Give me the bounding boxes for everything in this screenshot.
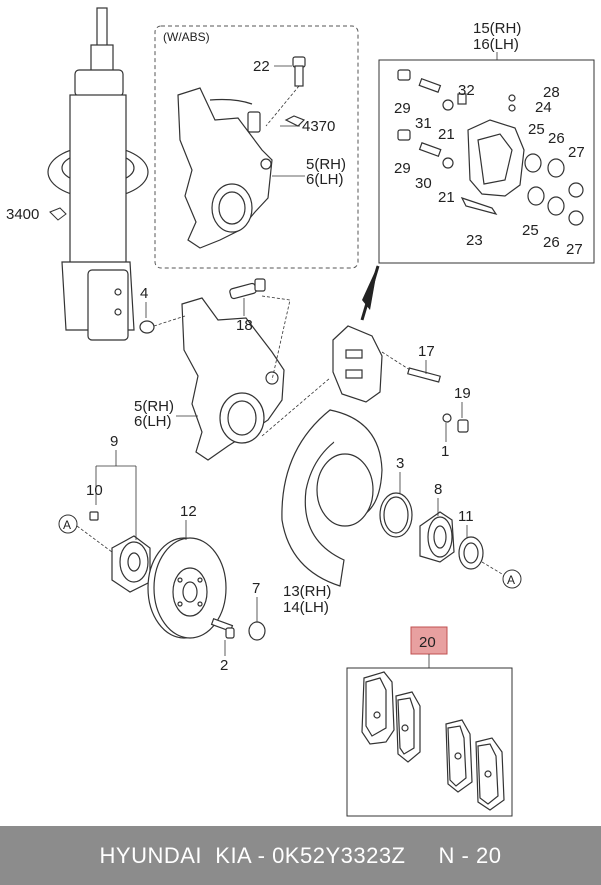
caliper-body-drawing [397,69,584,226]
callout-21a: 21 [438,126,455,143]
callout-20: 20 [419,634,436,651]
knuckle-main-drawing [139,278,285,461]
callout-14lh: 14(LH) [283,599,329,616]
callout-28: 28 [543,84,560,101]
brake-pads-drawing [361,671,505,811]
part-number-text: HYUNDAI KIA - 0K52Y3323Z N - 20 [99,843,502,868]
callout-32: 32 [458,82,475,99]
exploded-view-drawing: (W/ABS) 22 4370 5(RH) 6(LH) 3400 15(RH) [6,7,595,817]
callout-25b: 25 [522,222,539,239]
callout-18: 18 [236,317,253,334]
callout-22: 22 [253,58,270,75]
bearing-parts-drawing [379,492,484,570]
callout-29a: 29 [394,100,411,117]
callout-15rh: 15(RH) [473,20,521,37]
callout-12: 12 [180,503,197,520]
callout-9: 9 [110,433,118,450]
callout-13rh: 13(RH) [283,583,331,600]
callout-1: 1 [441,443,449,460]
callout-26b: 26 [543,234,560,251]
brake-disc-drawing [147,537,227,639]
callout-8: 8 [434,481,442,498]
callout-31: 31 [415,115,432,132]
callout-19: 19 [454,385,471,402]
abs-inset-box [154,25,359,269]
caliper-inset-box [378,59,595,264]
callout-11: 11 [458,508,474,525]
brake-pad-box [346,667,513,817]
callout-5rh-abs: 5(RH) [306,156,346,173]
hub-drawing [89,511,151,593]
footer-bar: HYUNDAI KIA - 0K52Y3323Z N - 20 [0,826,601,885]
callout-17: 17 [418,343,435,360]
callout-16lh: 16(LH) [473,36,519,53]
callout-24: 24 [535,99,552,116]
callout-a-left: A [63,518,71,532]
callout-7: 7 [252,580,260,597]
callout-3400: 3400 [6,206,39,223]
callout-6lh-abs: 6(LH) [306,171,344,188]
callout-23: 23 [466,232,483,249]
callout-21b: 21 [438,189,455,206]
caliper-bracket-drawing [332,325,469,433]
callout-25a: 25 [528,121,545,138]
callout-6lh-main: 6(LH) [134,413,172,430]
callout-10: 10 [86,482,103,499]
callout-27b: 27 [566,241,583,258]
bolt-22-drawing [292,56,306,87]
callout-30: 30 [415,175,432,192]
callout-29b: 29 [394,160,411,177]
callout-4: 4 [140,285,148,302]
strut-drawing [47,7,149,341]
callout-27a: 27 [568,144,585,161]
knuckle-abs-drawing [177,87,306,249]
callout-a-right: A [507,573,515,587]
callout-5rh-main: 5(RH) [134,398,174,415]
callout-3: 3 [396,455,404,472]
wabs-label: (W/ABS) [163,30,210,44]
bolt-nut-drawing [210,617,266,641]
callout-2: 2 [220,657,228,674]
callout-26a: 26 [548,130,565,147]
dust-shield-drawing [281,409,383,587]
callout-4370: 4370 [302,118,335,135]
